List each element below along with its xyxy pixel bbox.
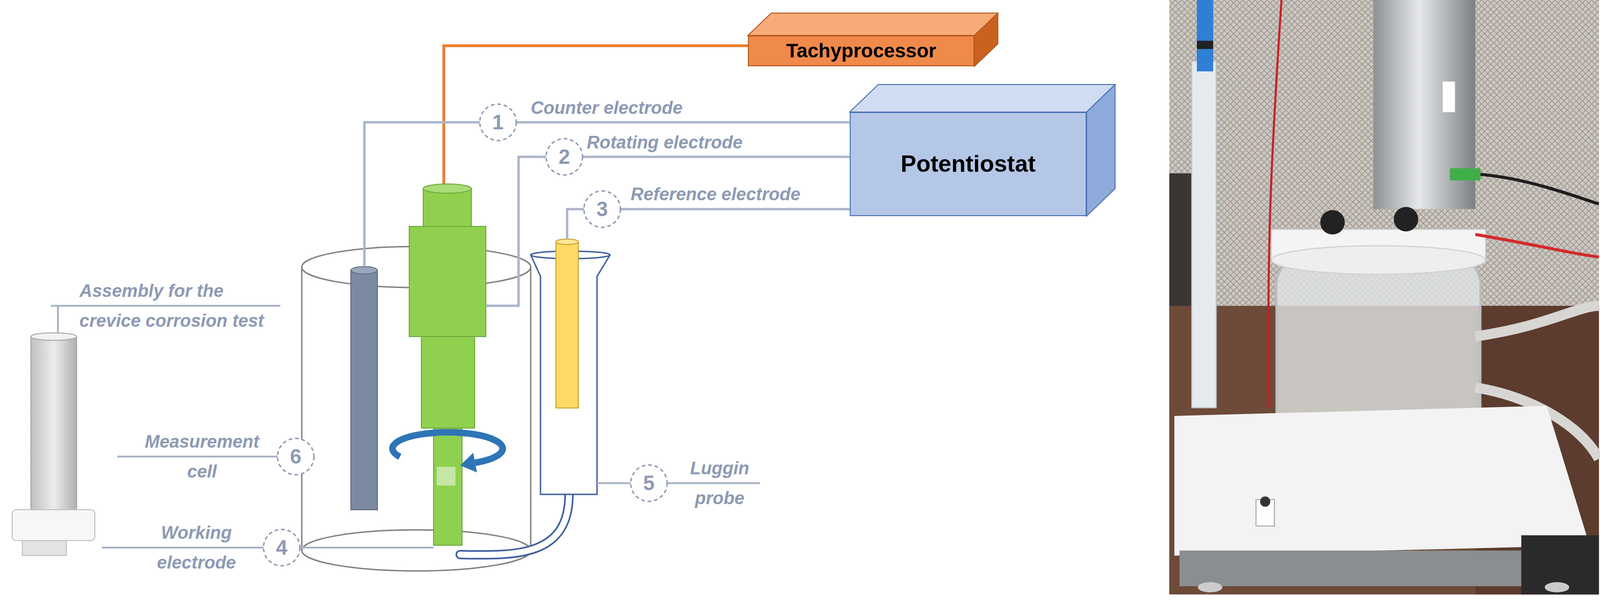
box-side-face [974,13,998,67]
photo-tube [1475,305,1599,337]
callout-number: 5 [630,465,668,502]
assembly-base [22,540,67,556]
leader-line [667,482,761,485]
photo-knob [1393,206,1418,232]
photo-plate [1174,405,1590,556]
leader-line [597,482,631,485]
box-depth [849,84,1116,217]
leader-line [101,547,264,549]
rotating-electrode-shaft [433,428,463,546]
box-side-face [1086,84,1116,217]
part-label: Luggin probe [689,453,751,514]
photo-probe-band [1196,40,1214,49]
callout-number: 3 [583,191,621,228]
shaft-highlight [436,467,456,486]
assembly-cylinder-top [30,333,77,341]
part-label: Assembly for the crevice corrosion test [79,276,266,336]
luggin-thin-tube-inner [460,494,569,556]
reference-electrode-top [555,239,579,245]
callout-circle [583,191,621,228]
part-label: Working electrode [156,518,237,578]
photo-green-clip [1450,168,1481,181]
photo-collar-rim [1271,245,1486,275]
assembly-cylinder [30,336,77,516]
leader-line [299,547,434,549]
part-label: Measurement cell [143,426,261,487]
cell-wall [301,267,303,551]
callout-number: 4 [263,529,300,567]
box-top-face [747,13,998,36]
photo [1169,0,1599,595]
part-label: Counter electrode [530,98,683,119]
rotation-arrowhead [460,453,477,473]
reference-electrode [555,241,579,409]
reference-wire [567,209,584,240]
rotating-electrode-body [409,226,486,337]
luggin-thin-tube [460,494,569,556]
rotating-electrode-cap-top [423,184,472,194]
callout-number: 2 [546,138,583,176]
callout-circle [263,529,300,567]
leader-line [50,305,281,307]
photo-foot [1544,582,1570,593]
photo-dark-object [1521,535,1599,596]
photo-knob [1320,210,1345,235]
counter-electrode-rod [350,270,378,511]
part-label: Rotating electrode [586,132,743,154]
assembly-cap [12,510,95,541]
part-label: Reference electrode [630,184,801,206]
box-label: Potentiostat [900,150,1036,178]
photo-black-wire [1480,174,1599,204]
callout-circle [630,465,668,502]
callout-number: 6 [277,438,314,476]
rotation-arrow [392,432,503,463]
rotating-wire [485,156,547,306]
counter-electrode-top [350,266,378,275]
cell-wall [530,267,532,551]
photo-sticker [1442,81,1455,113]
rotating-wire [582,156,850,159]
photo-blue-probe [1196,0,1214,72]
photo-ground [1169,0,1599,595]
tachyprocessor-cable [443,45,748,189]
callout-number: 1 [479,104,517,141]
reference-wire [620,208,850,211]
leader-line [117,455,278,458]
instrument-box: Tachyprocessor [747,35,975,67]
photo-red-wire [1475,234,1599,257]
callout-circle [277,438,314,476]
photo-glass-tube [1191,61,1216,409]
rotating-electrode-neck [421,336,475,429]
rotating-electrode-cap [423,188,472,227]
callout-circle [479,104,517,141]
photo-plate-dot [1259,497,1271,508]
callout-circle [546,138,583,176]
leader-line [56,305,59,337]
box-top-face [849,84,1116,113]
photo-foot [1197,582,1223,593]
instrument-box: Potentiostat [849,112,1087,217]
counter-wire [516,121,850,124]
box-label: Tachyprocessor [786,39,937,63]
